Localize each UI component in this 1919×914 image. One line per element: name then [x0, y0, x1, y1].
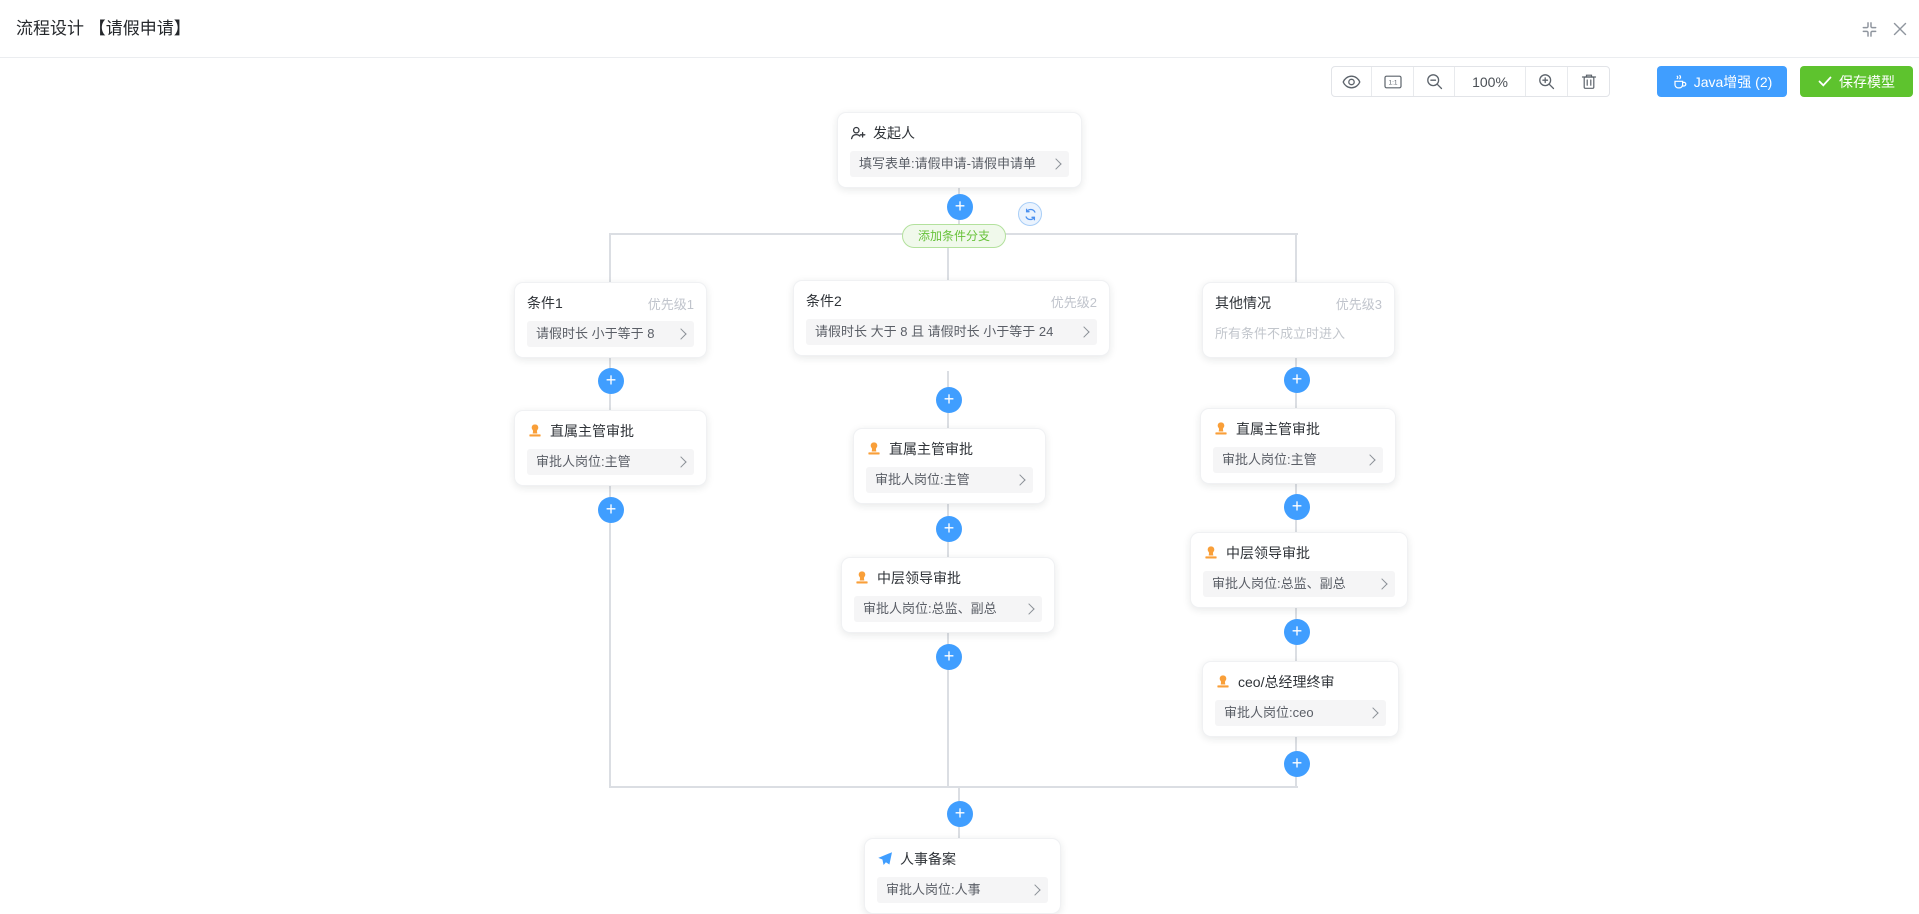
chevron-right-icon	[1078, 326, 1090, 338]
connector-line	[1295, 233, 1297, 286]
add-node-button[interactable]	[936, 516, 962, 542]
priority-label: 优先级2	[1050, 294, 1097, 310]
node-setting: 审批人岗位:主管	[875, 472, 970, 487]
stamp-icon	[527, 423, 543, 439]
add-node-button[interactable]	[936, 387, 962, 413]
connector-line	[947, 623, 949, 788]
node-setting: 审批人岗位:总监、副总	[863, 601, 997, 616]
zoom-out-button[interactable]	[1413, 67, 1454, 96]
node-hr-record[interactable]: 人事备案 审批人岗位:人事	[864, 838, 1061, 914]
stamp-icon	[1215, 674, 1231, 690]
node-title: 条件2	[806, 293, 842, 309]
page-title: 流程设计 【请假申请】	[16, 19, 191, 38]
zoom-level: 100%	[1454, 67, 1525, 96]
node-approval-branch2-midlevel[interactable]: 中层领导审批 审批人岗位:总监、副总	[841, 557, 1055, 633]
node-title: 直属主管审批	[550, 423, 634, 439]
add-node-button[interactable]	[1284, 751, 1310, 777]
node-condition-default[interactable]: 其他情况 优先级3 所有条件不成立时进入	[1202, 282, 1395, 358]
add-node-button[interactable]	[1284, 494, 1310, 520]
stamp-icon	[1203, 545, 1219, 561]
node-approval-branch2-supervisor[interactable]: 直属主管审批 审批人岗位:主管	[853, 428, 1046, 504]
svg-text:1:1: 1:1	[1388, 79, 1397, 86]
node-condition-1[interactable]: 条件1 优先级1 请假时长 小于等于 8	[514, 282, 707, 358]
java-cup-icon	[1672, 74, 1687, 90]
preview-eye-button[interactable]	[1332, 67, 1371, 96]
node-setting: 审批人岗位:总监、副总	[1212, 576, 1346, 591]
node-approval-branch3-midlevel[interactable]: 中层领导审批 审批人岗位:总监、副总	[1190, 532, 1408, 608]
canvas-toolbar: 1:1 100%	[1331, 66, 1610, 97]
stamp-icon	[1213, 421, 1229, 437]
node-approval-branch1-supervisor[interactable]: 直属主管审批 审批人岗位:主管	[514, 410, 707, 486]
node-title: 条件1	[527, 295, 563, 311]
condition-expression: 所有条件不成立时进入	[1215, 326, 1346, 341]
node-approval-branch3-supervisor[interactable]: 直属主管审批 审批人岗位:主管	[1200, 408, 1396, 484]
chevron-right-icon	[1029, 884, 1041, 896]
add-node-button[interactable]	[1284, 367, 1310, 393]
chevron-right-icon	[1014, 474, 1026, 486]
connector-line	[609, 233, 611, 286]
connector-line	[609, 481, 611, 788]
stamp-icon	[854, 570, 870, 586]
node-title: 直属主管审批	[889, 441, 973, 457]
node-title: 人事备案	[900, 851, 956, 867]
chevron-right-icon	[1364, 454, 1376, 466]
add-node-button[interactable]	[947, 194, 973, 220]
java-enhance-button[interactable]: Java增强 (2)	[1657, 66, 1787, 97]
chevron-right-icon	[675, 328, 687, 340]
save-model-button[interactable]: 保存模型	[1800, 66, 1913, 97]
window-title-bar: 流程设计 【请假申请】	[0, 0, 1919, 58]
condition-expression: 请假时长 小于等于 8	[536, 326, 655, 341]
node-title: 其他情况	[1215, 295, 1271, 311]
chevron-right-icon	[1050, 158, 1062, 170]
node-setting: 审批人岗位:主管	[1222, 452, 1317, 467]
connector-line	[947, 233, 949, 284]
close-icon[interactable]	[1892, 20, 1910, 38]
compress-button[interactable]	[1861, 20, 1879, 38]
priority-label: 优先级1	[647, 296, 694, 312]
node-title: 中层领导审批	[1226, 545, 1310, 561]
connector-line	[611, 786, 1298, 788]
swap-branch-icon[interactable]	[1018, 202, 1042, 226]
add-node-button[interactable]	[598, 497, 624, 523]
node-title: 发起人	[873, 125, 915, 141]
zoom-in-button[interactable]	[1525, 67, 1567, 96]
node-setting: 审批人岗位:主管	[536, 454, 631, 469]
condition-expression: 请假时长 大于 8 且 请假时长 小于等于 24	[815, 324, 1054, 339]
node-approval-branch3-ceo[interactable]: ceo/总经理终审 审批人岗位:ceo	[1202, 661, 1399, 737]
node-setting: 审批人岗位:ceo	[1224, 705, 1314, 720]
chevron-right-icon	[1023, 603, 1035, 615]
stamp-icon	[866, 441, 882, 457]
node-setting: 填写表单:请假申请-请假申请单	[859, 156, 1036, 171]
add-node-button[interactable]	[947, 801, 973, 827]
send-icon	[877, 851, 893, 867]
add-node-button[interactable]	[598, 368, 624, 394]
node-start[interactable]: 发起人 填写表单:请假申请-请假申请单	[837, 112, 1082, 188]
node-title: 直属主管审批	[1236, 421, 1320, 437]
priority-label: 优先级3	[1335, 296, 1382, 312]
delete-button[interactable]	[1567, 67, 1609, 96]
add-node-button[interactable]	[1284, 619, 1310, 645]
node-title: ceo/总经理终审	[1238, 674, 1335, 690]
node-title: 中层领导审批	[877, 570, 961, 586]
node-setting: 审批人岗位:人事	[886, 882, 981, 897]
node-condition-2[interactable]: 条件2 优先级2 请假时长 大于 8 且 请假时长 小于等于 24	[793, 280, 1110, 356]
user-add-icon	[850, 125, 866, 141]
add-condition-branch-button[interactable]: 添加条件分支	[902, 224, 1006, 248]
chevron-right-icon	[1367, 707, 1379, 719]
actual-size-button[interactable]: 1:1	[1371, 67, 1413, 96]
add-node-button[interactable]	[936, 644, 962, 670]
check-icon	[1818, 76, 1832, 87]
chevron-right-icon	[675, 456, 687, 468]
chevron-right-icon	[1376, 578, 1388, 590]
